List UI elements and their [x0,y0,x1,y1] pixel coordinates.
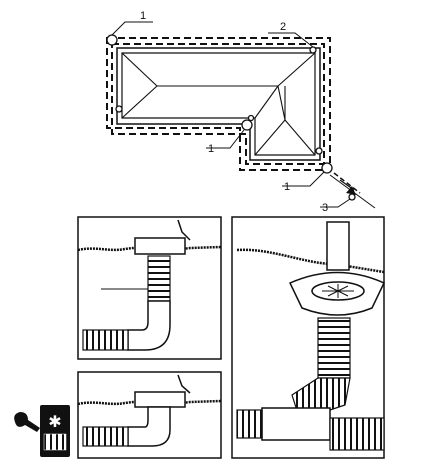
panel-hose-short [77,371,222,459]
dashed-boundary-outer [106,37,331,171]
panel-hose-straight [77,216,222,360]
outlet-circle-top-left [106,34,118,46]
callout-label-2: 2 [280,21,286,33]
tools-warning-icon: ✱ [14,405,70,457]
callout-leaders [111,21,351,208]
callout-label-1-top: 1 [140,10,146,22]
outlet-circle-bottom [321,162,333,174]
roof-hip-lines [121,52,316,156]
panel-sink-trap [231,216,386,459]
roof-frame [116,47,321,161]
dashed-boundary-inner [111,43,325,165]
outlet-circle-mid [241,119,253,131]
callout-label-3: 3 [322,202,328,214]
drain-arrow [329,172,376,209]
plan-view: 1 2 1 1 3 [106,10,376,214]
callout-label-1-mid: 1 [208,143,214,155]
svg-text:✱: ✱ [48,412,61,431]
callout-label-1-bottom: 1 [284,181,290,193]
